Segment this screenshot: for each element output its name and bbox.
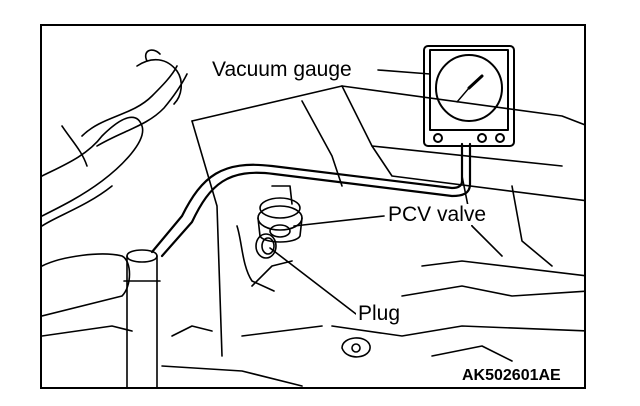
vacuum-gauge xyxy=(423,45,515,147)
figure-frame: Vacuum gauge PCV valve Plug AK502601AE xyxy=(40,24,586,389)
leader-vacuum-gauge xyxy=(377,69,431,75)
pcv-valve xyxy=(257,185,303,243)
vacuum-hose xyxy=(150,142,464,254)
pcv-valve-label: PCV valve xyxy=(386,203,489,226)
vacuum-gauge-label: Vacuum gauge xyxy=(210,58,354,81)
engine-line-drawing xyxy=(42,45,584,387)
engine-cover-outline xyxy=(191,85,584,126)
plug-label: Plug xyxy=(356,302,403,325)
leader-pcv-valve xyxy=(293,215,385,227)
plug-part xyxy=(236,225,277,292)
figure-code: AK502601AE xyxy=(462,367,561,384)
leader-plug xyxy=(269,247,357,315)
